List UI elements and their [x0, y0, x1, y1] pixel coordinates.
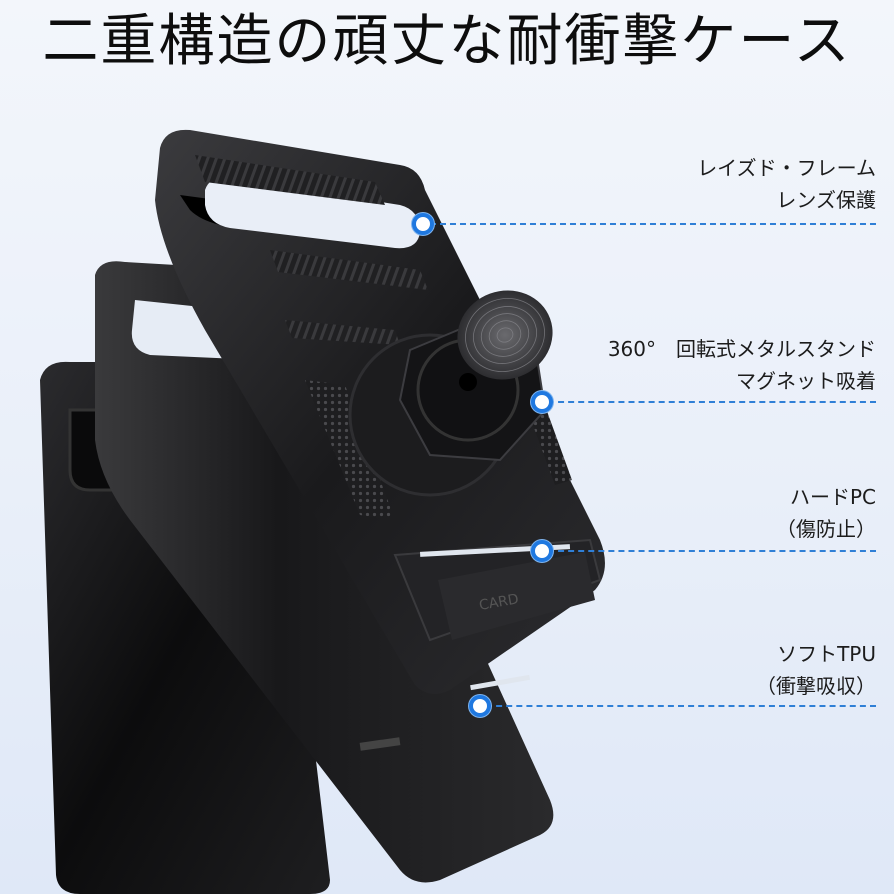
callout-hard-pc-line1: ハードPC	[789, 485, 876, 509]
callout-line-3	[548, 550, 876, 552]
callout-soft-tpu-line2: （衝撃吸収）	[756, 674, 876, 698]
callout-hard-pc: ハードPC （傷防止）	[776, 481, 876, 545]
callout-ring-stand: 360° 回転式メタルスタンド マグネット吸着	[608, 333, 876, 397]
callout-raised-frame-line2: レンズ保護	[776, 188, 876, 212]
marker-dot-soft-tpu	[469, 695, 491, 717]
callout-line-4	[486, 705, 876, 707]
callout-ring-stand-line1: 360° 回転式メタルスタンド	[607, 337, 876, 361]
callout-ring-stand-line2: マグネット吸着	[736, 369, 876, 393]
page-title: 二重構造の頑丈な耐衝撃ケース	[42, 9, 852, 74]
svg-text:CARD: CARD	[478, 591, 520, 614]
hard-pc-case: CARD	[155, 129, 605, 694]
callout-line-2	[548, 401, 876, 403]
callout-soft-tpu: ソフトTPU （衝撃吸収）	[756, 638, 876, 702]
callout-line-1	[430, 223, 876, 225]
callout-hard-pc-line2: （傷防止）	[776, 517, 876, 541]
marker-dot-hard-pc	[531, 540, 553, 562]
callout-soft-tpu-line1: ソフトTPU	[777, 642, 876, 666]
callout-raised-frame: レイズド・フレーム レンズ保護	[697, 152, 876, 216]
metal-ring-stand	[398, 290, 553, 462]
marker-dot-ring-stand	[531, 391, 553, 413]
marker-dot-raised-frame	[412, 213, 434, 235]
callout-raised-frame-line1: レイズド・フレーム	[697, 156, 876, 180]
